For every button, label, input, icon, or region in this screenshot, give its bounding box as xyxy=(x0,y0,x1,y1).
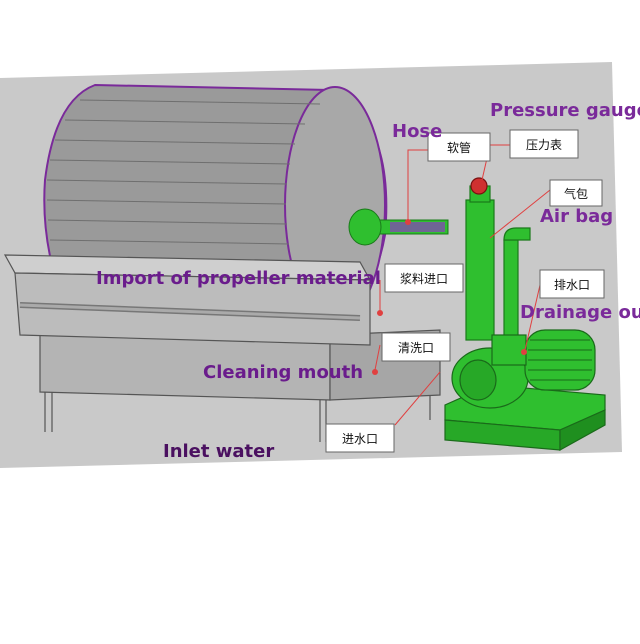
callout-airbag-text: 气包 xyxy=(564,186,588,201)
label-drainage: Drainage out xyxy=(520,302,640,323)
callout-water-cn: 进水口 xyxy=(325,423,395,453)
callout-airbag-cn: 气包 xyxy=(549,179,603,207)
pump-motor-unit xyxy=(444,329,606,452)
callout-pressure-cn: 压力表 xyxy=(509,129,579,159)
callout-cleaning-cn: 清洗口 xyxy=(381,332,451,362)
cleaning-marker xyxy=(372,369,378,375)
drain-marker xyxy=(521,349,527,355)
callout-hose-cn: 软管 xyxy=(427,132,491,162)
label-inlet-water: Inlet water xyxy=(163,441,274,462)
callout-cleaning-text: 清洗口 xyxy=(398,341,434,355)
hose-pipe xyxy=(348,208,449,246)
label-hose: Hose xyxy=(392,121,442,142)
callout-hose-text: 软管 xyxy=(447,140,471,155)
label-air-bag: Air bag xyxy=(540,206,613,227)
label-pressure-gauge: Pressure gauge xyxy=(490,100,640,121)
label-cleaning-mouth: Cleaning mouth xyxy=(203,362,363,383)
label-import-material: Import of propeller material xyxy=(96,268,381,289)
air-bag-column xyxy=(465,177,531,351)
slurry-inlet-marker xyxy=(377,310,383,316)
callout-drain-cn: 排水口 xyxy=(539,269,605,299)
leader-lines xyxy=(374,144,551,426)
callout-slurry-text: 浆料进口 xyxy=(400,271,448,286)
callout-pressure-text: 压力表 xyxy=(526,138,562,152)
callout-water-text: 进水口 xyxy=(342,432,378,446)
callout-drain-text: 排水口 xyxy=(554,278,590,292)
callout-slurry-cn: 浆料进口 xyxy=(384,263,464,293)
hose-marker xyxy=(405,219,411,225)
slurry-tank xyxy=(3,254,372,346)
